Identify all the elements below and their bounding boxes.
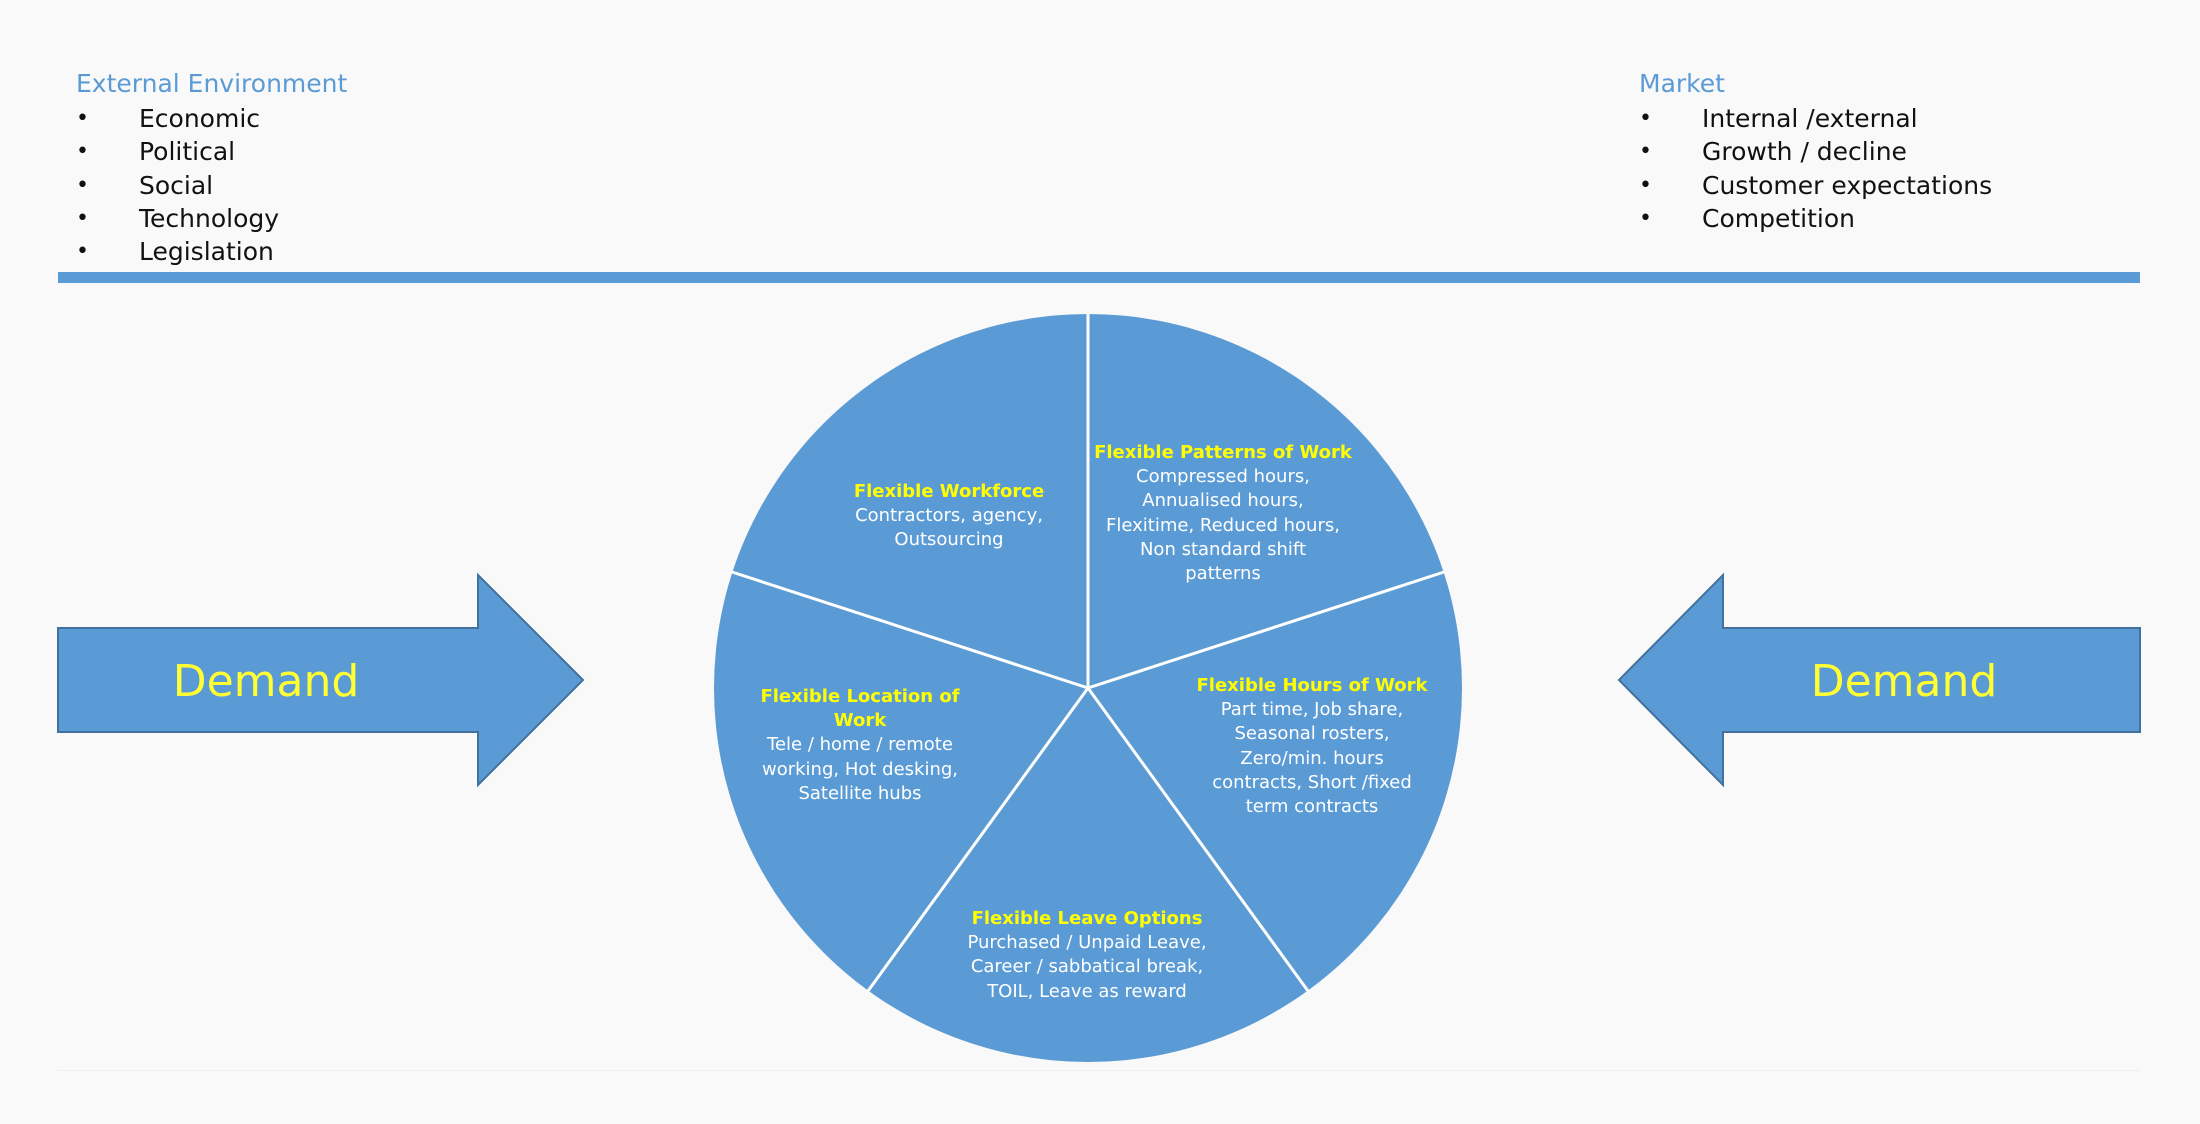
segment-hours-line: Seasonal rosters, [1234, 723, 1389, 744]
divider-right [1087, 570, 1445, 690]
segment-flexible-location: Flexible Location of Work Tele / home / … [760, 686, 959, 804]
external-environment-title: External Environment [76, 69, 348, 98]
segment-patterns-line: Annualised hours, [1142, 490, 1304, 511]
left-demand-label: Demand [173, 656, 360, 707]
segment-patterns-line: Flexitime, Reduced hours, [1106, 515, 1340, 536]
segment-patterns-line: Non standard shift [1140, 539, 1306, 560]
segment-flexible-leave: Flexible Leave Options Purchased / Unpai… [967, 908, 1206, 1002]
segment-hours-line: contracts, Short /fixed [1212, 772, 1412, 793]
divider-bottom-left [866, 687, 1090, 992]
segment-hours-line: Zero/min. hours [1240, 748, 1383, 769]
segment-hours-line: term contracts [1246, 796, 1379, 817]
segment-hours-title: Flexible Hours of Work [1197, 675, 1429, 696]
segment-patterns-line: patterns [1185, 563, 1261, 584]
pie-dividers [731, 314, 1445, 992]
segment-leave-title: Flexible Leave Options [972, 908, 1203, 929]
segment-workforce-title: Flexible Workforce [854, 481, 1044, 502]
segment-location-line: working, Hot desking, [762, 759, 958, 780]
right-demand-label: Demand [1811, 656, 1998, 707]
market-item-growth-decline: Growth / decline [1639, 135, 1992, 169]
external-item-legislation: Legislation [76, 235, 347, 269]
market-item-customer-expectations: Customer expectations [1639, 169, 1992, 203]
segment-workforce-line: Outsourcing [894, 529, 1003, 550]
segment-leave-line: Career / sabbatical break, [971, 956, 1203, 977]
segment-leave-line: Purchased / Unpaid Leave, [967, 932, 1206, 953]
divider-bottom-right [1086, 687, 1310, 992]
segment-leave-line: TOIL, Leave as reward [986, 981, 1187, 1002]
segment-hours-line: Part time, Job share, [1221, 699, 1403, 720]
external-item-social: Social [76, 169, 347, 203]
external-environment-panel: External Environment Economic Political … [76, 68, 348, 269]
left-demand-arrow [57, 572, 585, 788]
segment-location-line: Tele / home / remote [766, 734, 953, 755]
market-item-competition: Competition [1639, 202, 1992, 236]
segment-location-title: Flexible Location of [760, 686, 959, 707]
external-item-political: Political [76, 135, 347, 169]
market-title: Market [1639, 69, 1725, 98]
bottom-divider [58, 1070, 2140, 1071]
divider-bar [58, 272, 2140, 283]
market-panel: Market Internal /external Growth / decli… [1639, 68, 1992, 235]
external-item-economic: Economic [76, 102, 347, 136]
segment-workforce-line: Contractors, agency, [855, 505, 1043, 526]
segment-patterns-line: Compressed hours, [1136, 466, 1310, 487]
segment-flexible-hours: Flexible Hours of Work Part time, Job sh… [1197, 675, 1429, 817]
right-demand-arrow [1617, 572, 2141, 788]
divider-left [731, 570, 1089, 690]
market-item-internal-external: Internal /external [1639, 102, 1992, 136]
external-environment-list: Economic Political Social Technology Leg… [76, 102, 347, 269]
market-list: Internal /external Growth / decline Cust… [1639, 102, 1992, 235]
segment-location-title: Work [834, 710, 887, 731]
external-item-technology: Technology [76, 202, 347, 236]
segment-flexible-patterns: Flexible Patterns of Work Compressed hou… [1094, 442, 1353, 584]
segment-flexible-workforce: Flexible Workforce Contractors, agency, … [854, 481, 1044, 550]
segment-patterns-title: Flexible Patterns of Work [1094, 442, 1353, 463]
segment-location-line: Satellite hubs [798, 783, 921, 804]
